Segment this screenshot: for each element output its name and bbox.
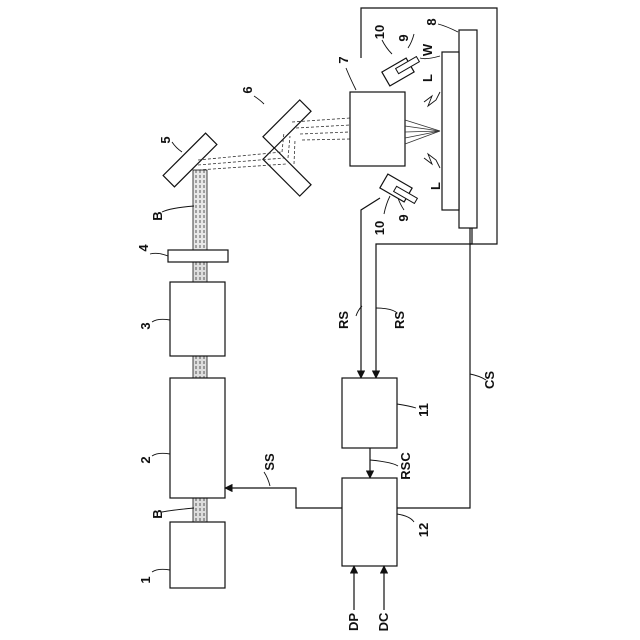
scanner-6-mirror-bottom — [263, 148, 311, 196]
module-2-box — [170, 378, 225, 498]
leader-4 — [150, 253, 168, 256]
label-11: 11 — [416, 403, 431, 417]
label-1: 1 — [138, 576, 153, 583]
workpiece-W-box — [442, 52, 459, 210]
leader-3 — [152, 319, 170, 322]
label-2: 2 — [138, 456, 153, 463]
label-RSC: RSC — [398, 452, 413, 480]
label-B-bottom: B — [150, 509, 165, 518]
beam-path-lower — [193, 498, 207, 522]
label-4: 4 — [136, 244, 151, 252]
controller-12-box — [342, 478, 397, 566]
label-SS: SS — [262, 453, 277, 471]
label-DC: DC — [376, 612, 391, 631]
label-CS: CS — [482, 371, 497, 389]
label-W: W — [420, 43, 435, 56]
beam-path-upper — [193, 262, 207, 282]
module-3-box — [170, 282, 225, 356]
beam-path-to-mirror — [193, 170, 207, 250]
leader-8 — [438, 24, 458, 32]
label-9-top: 9 — [396, 34, 411, 41]
leader-5 — [172, 142, 182, 152]
label-12: 12 — [416, 523, 431, 537]
label-L-top: L — [420, 74, 435, 82]
light-L-top-zigzag — [424, 92, 440, 106]
scanner-6-mirror-top — [263, 100, 311, 148]
label-3: 3 — [138, 322, 153, 329]
label-RS-right: RS — [392, 311, 407, 329]
leader-RSC — [370, 460, 398, 466]
ss-line — [225, 488, 342, 508]
leader-10-top — [382, 40, 392, 54]
rs-line-right — [376, 228, 472, 378]
leader-11 — [397, 404, 416, 408]
leader-7 — [346, 68, 356, 90]
label-8: 8 — [424, 18, 439, 25]
label-10-bottom: 10 — [372, 221, 387, 235]
element-4-box — [168, 250, 228, 262]
label-9-bottom: 9 — [396, 214, 411, 221]
label-DP: DP — [346, 613, 361, 631]
label-B-top: B — [150, 211, 165, 220]
leader-2 — [152, 453, 170, 456]
leader-6 — [254, 96, 264, 104]
leader-10-bottom — [384, 196, 390, 214]
controller-11-box — [342, 378, 397, 448]
leader-1 — [152, 569, 170, 572]
label-7: 7 — [336, 56, 351, 63]
label-6: 6 — [240, 86, 255, 93]
light-L-bottom-zigzag — [424, 154, 440, 168]
label-L-bottom: L — [428, 182, 443, 190]
label-5: 5 — [158, 136, 173, 143]
leader-B-bottom — [162, 508, 194, 512]
leader-SS — [264, 472, 270, 486]
leader-12 — [397, 514, 414, 522]
leader-B-top — [162, 206, 194, 212]
stage-8-box — [459, 30, 477, 228]
lens-7-box — [350, 92, 405, 166]
beam-lens-to-workpiece — [405, 120, 440, 144]
beam-path-middle — [193, 356, 207, 378]
module-1-box — [170, 522, 225, 588]
label-10-top: 10 — [372, 25, 387, 39]
label-RS-left: RS — [336, 311, 351, 329]
